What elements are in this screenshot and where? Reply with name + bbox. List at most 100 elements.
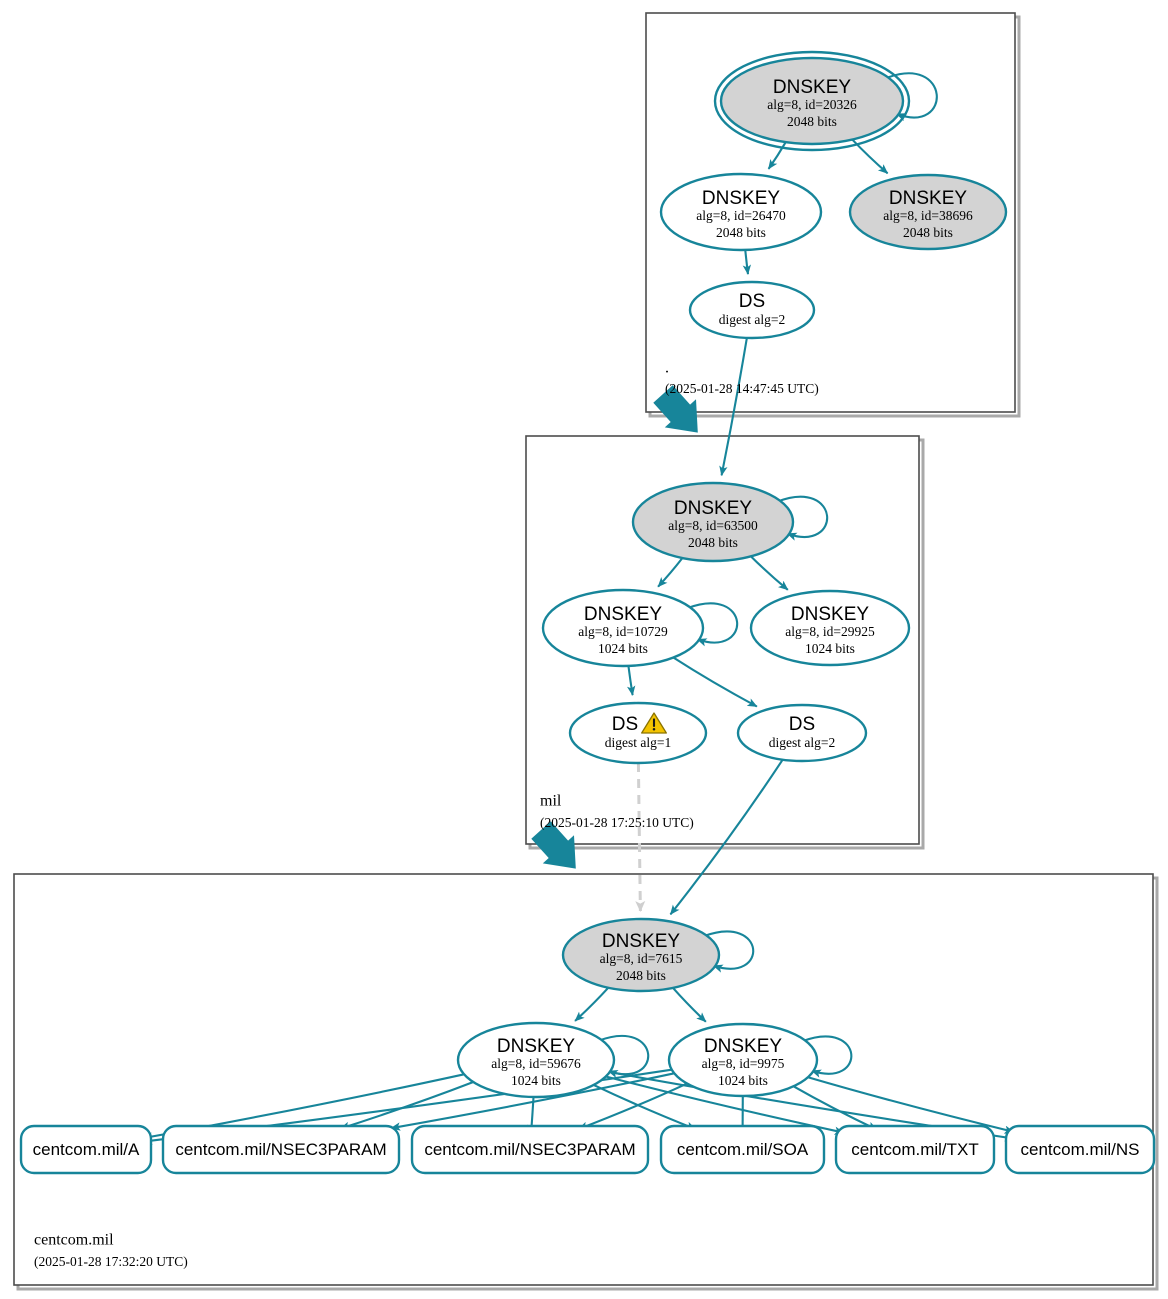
node-detail-line: alg=8, id=7615 (600, 951, 683, 966)
zone-timestamp-centcom: (2025-01-28 17:32:20 UTC) (34, 1254, 188, 1269)
record-node-rec_soa[interactable]: centcom.mil/SOA (659, 1124, 826, 1175)
self-signature-loop (884, 72, 938, 122)
node-shape (749, 589, 911, 667)
edge-ds_mil_2-to-k7615 (669, 759, 784, 916)
zone-timestamp-mil: (2025-01-28 17:25:10 UTC) (540, 815, 694, 830)
node-detail-line: alg=8, id=10729 (578, 624, 668, 639)
self-signature-loop (598, 1034, 650, 1078)
node-detail-line: digest alg=2 (719, 312, 785, 327)
node-keysize-line: 1024 bits (805, 641, 855, 656)
delegation-arrow-mil-to-centcom (531, 821, 576, 869)
node-title: DS (739, 291, 765, 312)
edge-ds_mil_1-to-k7615 (635, 762, 646, 913)
node-title: DS (612, 714, 638, 735)
edge-k9975-to-rec_n3p2 (577, 1082, 688, 1131)
node-title: DNSKEY (889, 188, 967, 209)
node-keysize-line: 2048 bits (616, 968, 666, 983)
node-keysize-line: 1024 bits (718, 1073, 768, 1088)
node-shape (667, 1022, 819, 1098)
record-node-rec_n3p2[interactable]: centcom.mil/NSEC3PARAM (410, 1124, 650, 1175)
edge-k20326-to-k26470 (767, 141, 787, 170)
node-title: DNSKEY (602, 931, 680, 952)
node-shape (568, 701, 708, 765)
record-node-rec_n3p1[interactable]: centcom.mil/NSEC3PARAM (161, 1124, 401, 1175)
warning-exclamation-dot (652, 728, 656, 731)
record-node-rec_txt[interactable]: centcom.mil/TXT (834, 1124, 996, 1175)
node-detail-line: alg=8, id=9975 (702, 1056, 785, 1071)
node-detail-line: alg=8, id=29925 (785, 624, 875, 639)
node-detail-line: alg=8, id=26470 (696, 208, 786, 223)
node-detail-line: alg=8, id=38696 (883, 208, 973, 223)
self-signature-loop (776, 495, 829, 541)
warning-icon[interactable] (641, 712, 667, 734)
edge-k10729-to-ds_mil_1 (627, 665, 636, 696)
node-detail-line: digest alg=1 (605, 735, 671, 750)
edge-k59676-to-rec_n3p1 (339, 1081, 474, 1130)
node-shape (736, 703, 868, 763)
edge-k63500-to-k10729 (657, 557, 684, 588)
node-keysize-line: 2048 bits (688, 535, 738, 550)
node-shape (541, 588, 705, 668)
node-detail-line: alg=8, id=20326 (767, 97, 857, 112)
edge-k7615-to-k9975 (672, 987, 707, 1023)
ksk-outer-ring (713, 50, 911, 152)
node-shape (848, 173, 1008, 251)
record-shape (161, 1124, 401, 1175)
node-keysize-line: 2048 bits (787, 114, 837, 129)
node-title: DS (789, 714, 815, 735)
record-label: centcom.mil/SOA (677, 1140, 809, 1159)
record-shape (19, 1124, 153, 1175)
record-node-rec_a[interactable]: centcom.mil/A (19, 1124, 153, 1175)
record-shape (834, 1124, 996, 1175)
zone-name-centcom: centcom.mil (34, 1232, 114, 1249)
node-detail-line: digest alg=2 (769, 735, 835, 750)
node-title: DNSKEY (674, 498, 752, 519)
edge-k9975-to-rec_n3p1 (390, 1072, 675, 1131)
record-label: centcom.mil/NS (1020, 1140, 1139, 1159)
node-shape (456, 1021, 616, 1099)
node-title: DNSKEY (704, 1036, 782, 1057)
record-label: centcom.mil/NSEC3PARAM (175, 1140, 386, 1159)
self-signature-loop (801, 1035, 853, 1078)
edge-k59676-to-rec_soa (593, 1084, 697, 1131)
edge-ds_root-to-k63500 (719, 337, 748, 477)
record-label: centcom.mil/A (33, 1140, 140, 1159)
record-shape (659, 1124, 826, 1175)
record-node-rec_ns[interactable]: centcom.mil/NS (1004, 1124, 1156, 1175)
node-detail-line: alg=8, id=59676 (491, 1056, 581, 1071)
node-title: DNSKEY (773, 77, 851, 98)
node-detail-line: alg=8, id=63500 (668, 518, 758, 533)
edge-k26470-to-ds_root (742, 249, 752, 275)
record-shape (410, 1124, 650, 1175)
node-title: DNSKEY (702, 188, 780, 209)
self-signature-loop (703, 930, 755, 973)
node-keysize-line: 2048 bits (716, 225, 766, 240)
edge-k20326-to-k38696 (851, 138, 889, 175)
node-title: DNSKEY (584, 604, 662, 625)
node-shape (561, 917, 721, 993)
node-shape (631, 481, 795, 563)
zone-timestamp-root: (2025-01-28 14:47:45 UTC) (665, 381, 819, 396)
record-label: centcom.mil/TXT (851, 1140, 979, 1159)
node-shape (659, 172, 823, 252)
edge-k7615-to-k59676 (574, 986, 610, 1022)
zone-name-mil: mil (540, 793, 562, 810)
node-keysize-line: 1024 bits (598, 641, 648, 656)
edge-k10729-to-ds_mil_2 (672, 656, 758, 708)
node-shape (688, 280, 816, 340)
node-title: DNSKEY (497, 1036, 575, 1057)
